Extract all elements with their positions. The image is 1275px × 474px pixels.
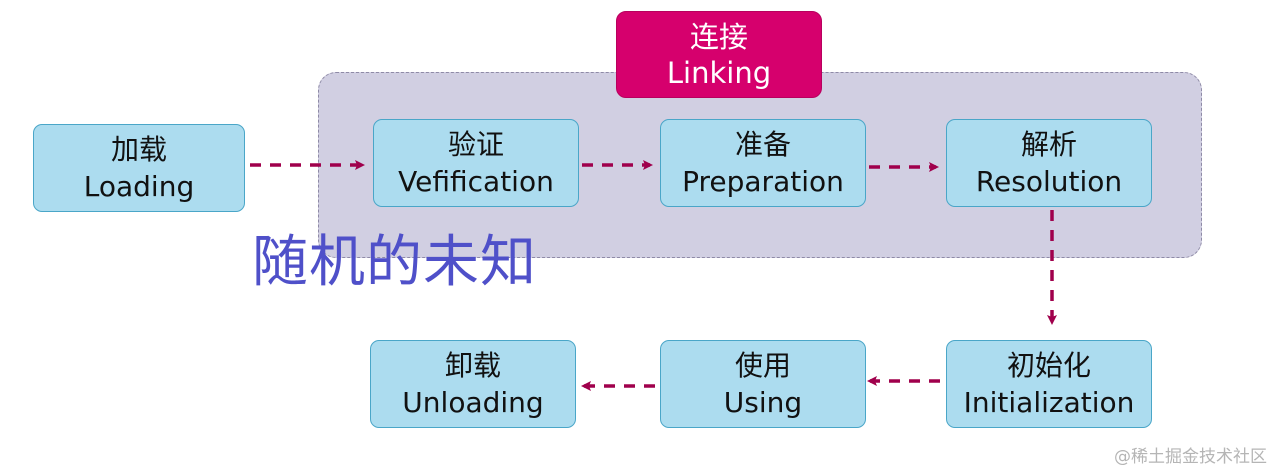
stage-loading-en: Loading xyxy=(83,170,195,203)
linking-phase-title: 连接 Linking xyxy=(616,11,822,98)
stage-resolution: 解析 Resolution xyxy=(946,119,1152,207)
stage-preparation: 准备 Preparation xyxy=(660,119,866,207)
stage-loading-cn: 加载 xyxy=(110,133,167,166)
stage-resolution-en: Resolution xyxy=(975,165,1123,198)
stage-verification: 验证 Vefification xyxy=(373,119,579,207)
stage-using-cn: 使用 xyxy=(734,349,791,382)
stage-verification-cn: 验证 xyxy=(447,128,504,161)
stage-initialization: 初始化 Initialization xyxy=(946,340,1152,428)
linking-title-en: Linking xyxy=(666,55,772,90)
stage-verification-en: Vefification xyxy=(398,165,554,198)
stage-using: 使用 Using xyxy=(660,340,866,428)
stage-preparation-cn: 准备 xyxy=(734,128,791,161)
stage-unloading: 卸载 Unloading xyxy=(370,340,576,428)
stage-unloading-en: Unloading xyxy=(402,386,544,419)
watermark: @稀土掘金技术社区 xyxy=(1114,447,1267,467)
annotation-text: 随机的未知 xyxy=(252,230,537,295)
stage-resolution-cn: 解析 xyxy=(1020,128,1077,161)
linking-title-cn: 连接 xyxy=(689,19,748,54)
stage-unloading-cn: 卸载 xyxy=(444,349,501,382)
stage-initialization-en: Initialization xyxy=(963,386,1135,419)
stage-using-en: Using xyxy=(723,386,803,419)
stage-loading: 加载 Loading xyxy=(33,124,245,212)
stage-preparation-en: Preparation xyxy=(682,165,844,198)
stage-initialization-cn: 初始化 xyxy=(1006,349,1091,382)
